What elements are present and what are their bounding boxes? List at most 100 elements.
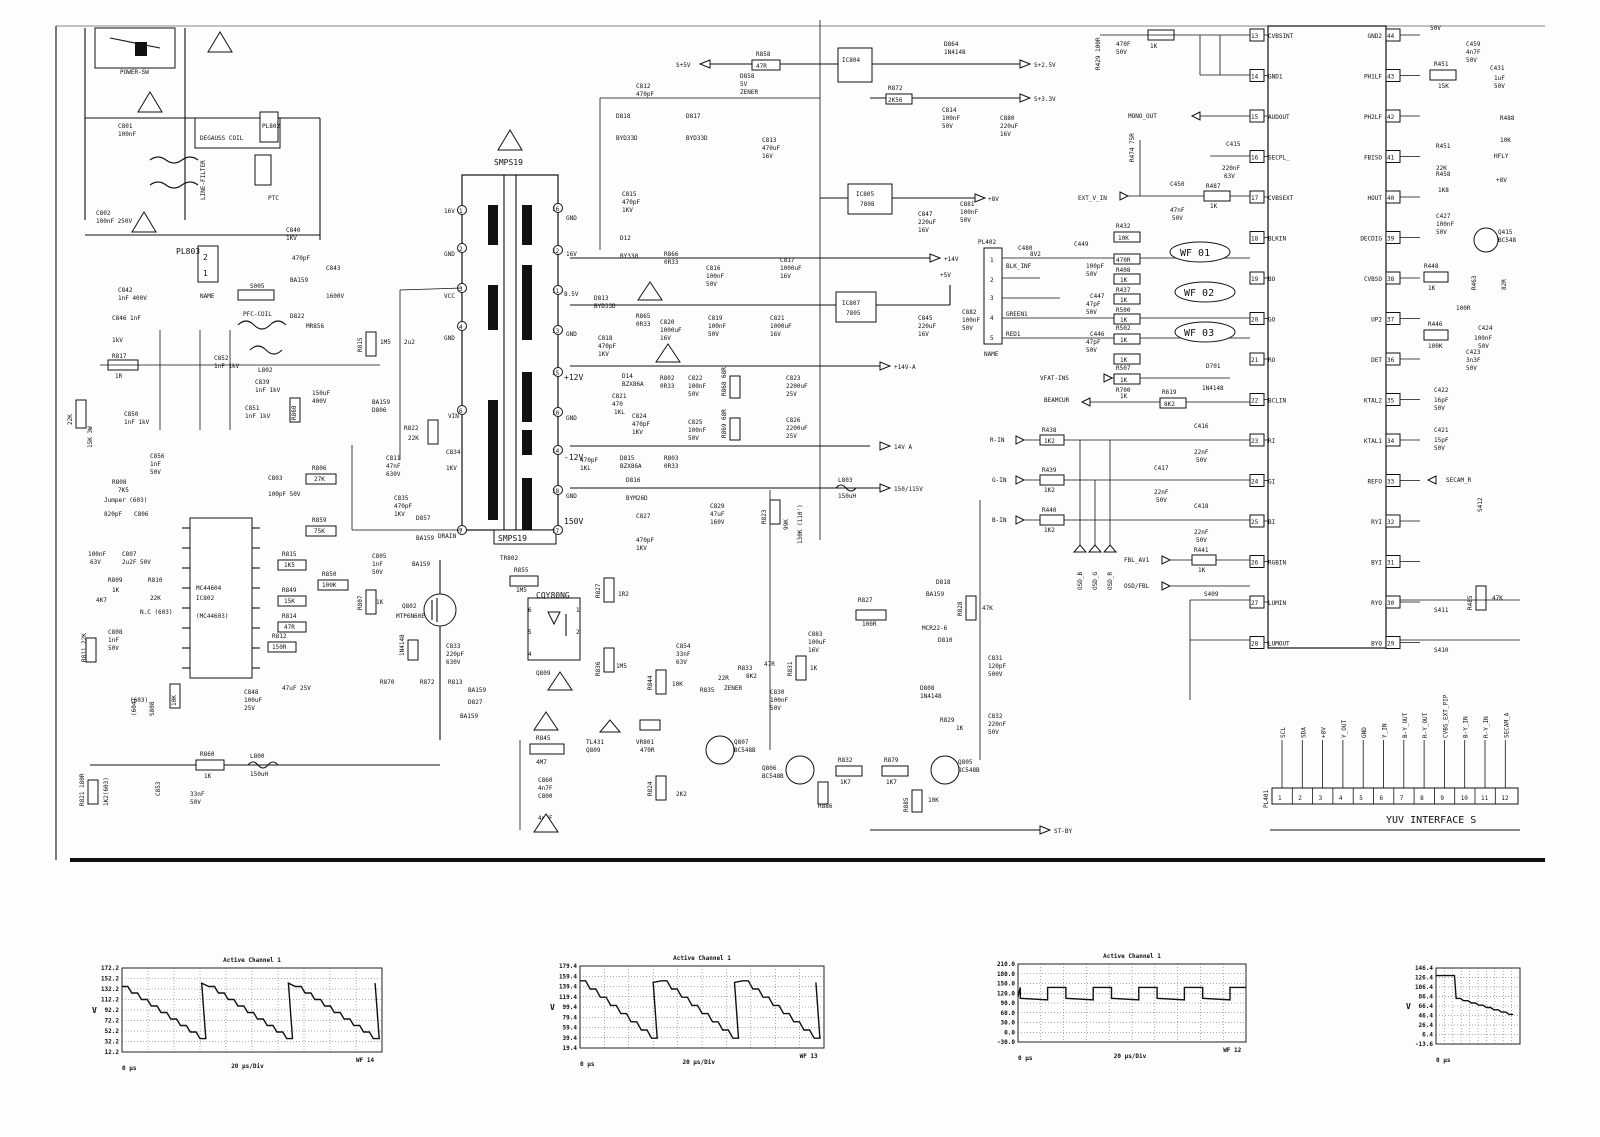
- scope-y-tick: 59.4: [563, 1025, 578, 1032]
- yuv-pin-19: [1249, 271, 1265, 285]
- scope-y-tick: 99.4: [563, 1004, 578, 1011]
- svg-text:100pF 50V: 100pF 50V: [268, 491, 301, 498]
- svg-text:50V: 50V: [708, 331, 719, 338]
- yuv-pin-name: DET: [1371, 357, 1382, 364]
- svg-text:470pF: 470pF: [636, 91, 654, 98]
- scope-y-tick: 119.4: [559, 994, 577, 1001]
- svg-text:63V: 63V: [676, 659, 687, 666]
- yuv-pin-name: BLKIN: [1268, 236, 1286, 243]
- svg-text:R827: R827: [858, 597, 873, 604]
- svg-text:10K: 10K: [1118, 235, 1129, 242]
- svg-text:1K: 1K: [1120, 377, 1128, 384]
- svg-text:160V: 160V: [710, 519, 725, 526]
- svg-text:150uH: 150uH: [250, 771, 268, 778]
- svg-text:C813: C813: [762, 137, 777, 144]
- svg-text:15: 15: [552, 370, 560, 377]
- svg-text:R812: R812: [272, 633, 287, 640]
- svg-text:1R: 1R: [115, 373, 123, 380]
- svg-text:1K: 1K: [1120, 277, 1128, 284]
- svg-text:R872: R872: [420, 679, 435, 686]
- svg-text:1000uF: 1000uF: [780, 265, 802, 272]
- pl401-pin-number: 3: [1319, 795, 1323, 802]
- yuv-pin-22: [1249, 393, 1265, 406]
- svg-text:220pF: 220pF: [446, 651, 464, 658]
- svg-text:(604): (604): [131, 698, 138, 716]
- svg-text:16V: 16V: [770, 331, 781, 338]
- svg-text:4n7F: 4n7F: [538, 785, 553, 792]
- yuv-pin-14: [1249, 69, 1265, 82]
- svg-text:47nF: 47nF: [386, 463, 401, 470]
- scope-y-tick: 39.4: [563, 1035, 578, 1042]
- svg-text:R860: R860: [291, 405, 298, 420]
- svg-text:C852: C852: [214, 355, 229, 362]
- svg-text:15pF: 15pF: [1434, 437, 1449, 444]
- yuv-pin-number: 40: [1387, 195, 1395, 202]
- pfc-section: S005 PFC-COIL L802 R817 1R C842 1nF 400V…: [67, 227, 380, 448]
- pl803-label: PL803: [176, 247, 200, 256]
- svg-text:R815: R815: [282, 551, 297, 558]
- svg-text:2200uF: 2200uF: [786, 383, 808, 390]
- warning-triangle-icon: [207, 31, 233, 53]
- svg-text:Q806: Q806: [762, 765, 777, 772]
- svg-text:470R: 470R: [640, 747, 655, 754]
- pl401-signal-label: R-Y_IN: [1483, 716, 1490, 738]
- svg-text:5V: 5V: [740, 81, 748, 88]
- mains-input-section: POWER-SW C801 100nF C802 100nF 250V DEGA…: [84, 27, 321, 240]
- pl401-signal-label: B-Y_IN: [1463, 716, 1470, 738]
- svg-text:R869 68R: R869 68R: [721, 409, 728, 438]
- pl401-pin-number: 5: [1359, 795, 1363, 802]
- scope-x-start: 0 µs: [1018, 1055, 1033, 1062]
- svg-text:50V: 50V: [1196, 537, 1207, 544]
- svg-text:1nF 1kV: 1nF 1kV: [245, 413, 271, 420]
- svg-text:C840: C840: [286, 227, 301, 234]
- svg-text:47pF: 47pF: [1086, 339, 1101, 346]
- svg-text:C842: C842: [118, 287, 133, 294]
- svg-text:50V: 50V: [150, 469, 161, 476]
- svg-text:BYD33D: BYD33D: [616, 135, 638, 142]
- svg-text:15K: 15K: [284, 598, 295, 605]
- svg-text:150R: 150R: [272, 644, 287, 651]
- svg-text:R463: R463: [1471, 275, 1478, 290]
- svg-text:Q809: Q809: [586, 747, 601, 754]
- scope-y-tick: 19.4: [563, 1045, 578, 1052]
- scope-y-tick: 179.4: [559, 963, 577, 970]
- svg-text:16V: 16V: [1000, 131, 1011, 138]
- svg-text:R821 180R: R821 180R: [79, 773, 86, 806]
- svg-text:BYD33D: BYD33D: [686, 135, 708, 142]
- svg-text:TL431: TL431: [586, 739, 604, 746]
- svg-text:47pF: 47pF: [1086, 301, 1101, 308]
- svg-text:50V: 50V: [962, 325, 973, 332]
- yuv-pin-name: BCLIN: [1268, 398, 1286, 405]
- pl401-pin-number: 12: [1501, 795, 1509, 802]
- svg-text:22K: 22K: [1436, 165, 1447, 172]
- yuv-pin-number: 33: [1387, 479, 1395, 486]
- pl401-pin-number: 11: [1481, 795, 1489, 802]
- svg-text:R844: R844: [647, 675, 654, 690]
- bottom-left-section: R860 1K L800 150uH C853 33nF 50V R821 18…: [79, 698, 565, 833]
- yuv-pin-24: [1249, 474, 1265, 487]
- yuv-pin-number: 36: [1387, 357, 1395, 364]
- svg-text:63V: 63V: [90, 559, 101, 566]
- svg-text:C427: C427: [1436, 213, 1451, 220]
- svg-text:220uF: 220uF: [1000, 123, 1018, 130]
- svg-text:470pF: 470pF: [622, 199, 640, 206]
- svg-text:4: 4: [990, 315, 994, 322]
- scope-y-tick: 79.4: [563, 1014, 578, 1021]
- scope-2: Active Channel 1179.4159.4139.4119.499.4…: [550, 955, 825, 1068]
- svg-text:D818: D818: [616, 113, 631, 120]
- svg-text:C847: C847: [918, 211, 933, 218]
- yuv-pin-number: 38: [1387, 276, 1395, 283]
- svg-text:C881: C881: [960, 201, 975, 208]
- svg-text:10K: 10K: [928, 797, 939, 804]
- yuv-pin-name: DECDIG: [1360, 236, 1382, 243]
- scope-trace: [1436, 974, 1514, 1016]
- svg-text:1K: 1K: [1198, 567, 1206, 574]
- svg-text:50V: 50V: [372, 569, 383, 576]
- yuv-pin-number: 19: [1251, 276, 1259, 283]
- svg-text:50V: 50V: [1156, 497, 1167, 504]
- svg-text:1kV: 1kV: [112, 337, 123, 344]
- svg-text:1N4148: 1N4148: [1202, 385, 1224, 392]
- scope-trace: [580, 980, 821, 1039]
- yuv-pin-number: 14: [1251, 74, 1259, 81]
- svg-text:220uF: 220uF: [918, 323, 936, 330]
